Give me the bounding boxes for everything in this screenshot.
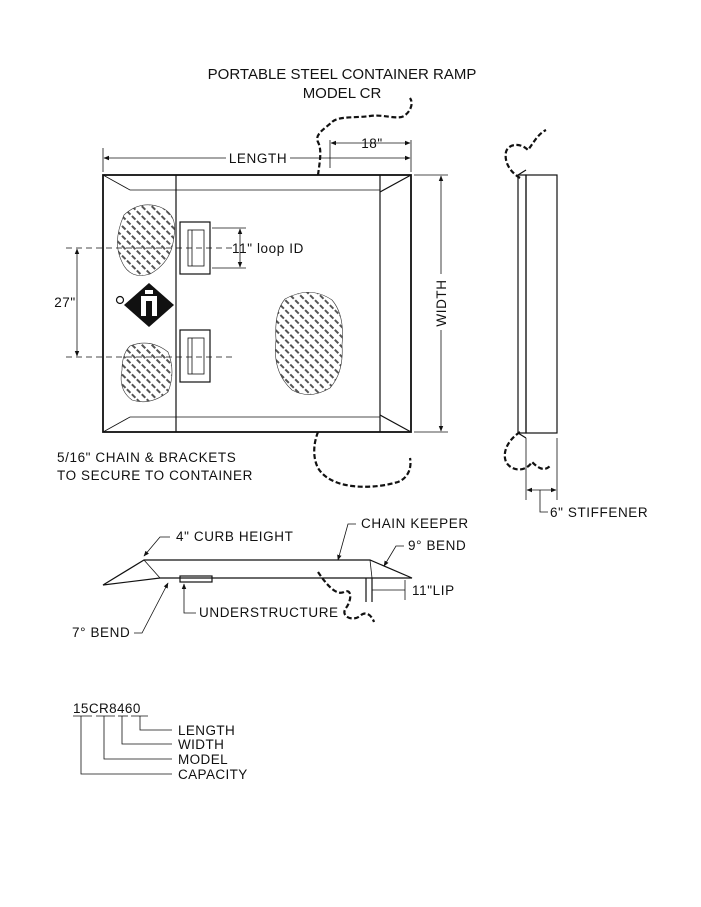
brand-logo-icon [124, 283, 174, 327]
lip-label: 11"LIP [412, 583, 455, 598]
width-dimension-label: WIDTH [434, 279, 449, 326]
bracket-upper [179, 221, 211, 275]
ramp-plate-outline [102, 174, 412, 433]
chain-side-top [504, 129, 547, 179]
chain-note-line1: 5/16" CHAIN & BRACKETS [57, 450, 236, 465]
drawing-title-line1: PORTABLE STEEL CONTAINER RAMP [208, 66, 477, 83]
side-view: 6" STIFFENER [503, 129, 648, 520]
legend-length: LENGTH [178, 723, 235, 738]
side-profile-tread [525, 174, 558, 434]
bracket-lower [179, 329, 211, 383]
model-code: 15CR8460 [73, 701, 141, 716]
chain-bottom [313, 431, 412, 488]
bend-9-label: 9° BEND [408, 538, 466, 553]
length-dimension-label: LENGTH [229, 151, 287, 166]
bracket-spacing-label: 27" [54, 295, 76, 310]
tread-patch-upper [117, 204, 175, 276]
chain-length-label: 18" [361, 136, 383, 151]
model-code-legend: 15CR8460 LENGTH WIDTH MODEL CAPACITY [73, 701, 248, 782]
tread-patch-center [275, 291, 343, 395]
chain-top [316, 97, 413, 176]
understructure-label: UNDERSTRUCTURE [199, 605, 339, 620]
profile-view: 11"LIP 4" CURB HEIGHT CHAIN KEEPER 9° BE… [72, 516, 469, 640]
chain-keeper-label: CHAIN KEEPER [361, 516, 469, 531]
top-view: LENGTH 18" 11" loop ID 27" WIDTH 5/16" C… [54, 97, 449, 488]
tread-patch-lower [120, 342, 173, 403]
legend-capacity: CAPACITY [178, 767, 248, 782]
drawing-title-line2: MODEL CR [303, 85, 382, 102]
lifting-hole-icon [115, 295, 125, 305]
legend-model: MODEL [178, 752, 228, 767]
bend-7-label: 7° BEND [72, 625, 130, 640]
stiffener-label: 6" STIFFENER [550, 505, 648, 520]
legend-width: WIDTH [178, 737, 224, 752]
chain-note-line2: TO SECURE TO CONTAINER [57, 468, 253, 483]
loop-id-label: 11" loop ID [232, 241, 304, 256]
chain-profile [317, 571, 376, 623]
curb-height-label: 4" CURB HEIGHT [176, 529, 293, 544]
understructure-bar [179, 575, 213, 583]
chain-side-bottom [503, 431, 551, 471]
